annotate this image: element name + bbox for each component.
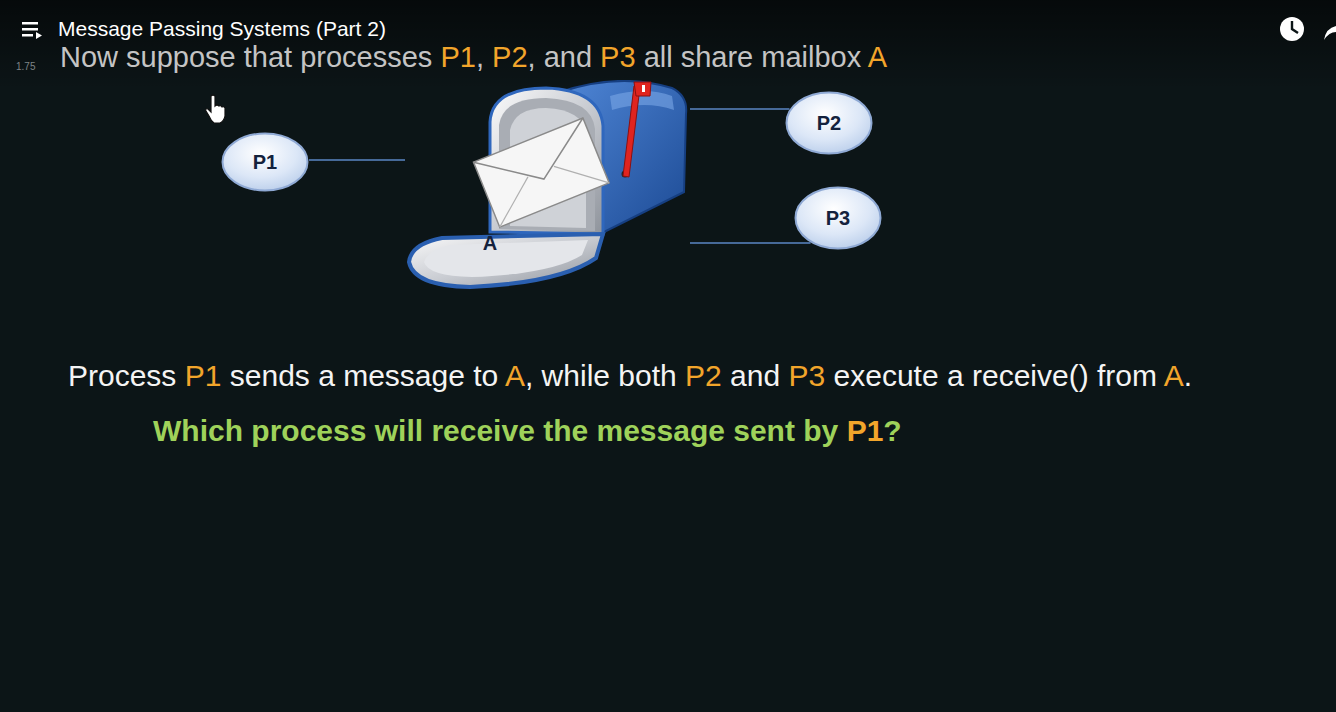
highlight-term: P2	[492, 41, 527, 73]
share-icon	[1324, 22, 1336, 40]
door-inner	[424, 240, 588, 277]
slide-question: Which process will receive the message s…	[153, 414, 902, 447]
mailbox-flag	[623, 82, 651, 177]
highlight-term: A	[1164, 359, 1184, 392]
slide-heading: Now suppose that processes P1, P2, and P…	[60, 40, 1280, 74]
highlight-term: P3	[600, 41, 635, 73]
mailbox-door	[409, 234, 603, 287]
process-label: P1	[253, 151, 277, 174]
process-ellipse: P1	[221, 132, 309, 192]
envelope	[473, 118, 609, 227]
video-title: Message Passing Systems (Part 2)	[58, 16, 758, 42]
connector-line	[690, 108, 789, 110]
connector-line	[309, 159, 405, 161]
process-label: P3	[826, 207, 850, 230]
speed-indicator-wrap: 1.75	[16, 61, 76, 73]
process-ellipse: P2	[785, 91, 873, 155]
speed-indicator: 1.75	[16, 61, 76, 73]
highlight-term: A	[505, 359, 525, 392]
slide-body: Process P1 sends a message to A, while b…	[68, 348, 1218, 458]
mailbox-node: A	[405, 80, 690, 290]
cursor-hand	[206, 95, 225, 123]
video-title-wrap: Message Passing Systems (Part 2)	[58, 16, 758, 42]
highlight-term: P2	[685, 359, 722, 392]
process-label: P2	[817, 112, 841, 135]
ellipse-shape	[796, 188, 881, 249]
playlist-icon	[22, 22, 42, 39]
ellipse-shape	[787, 93, 872, 154]
mailbox-letter: A	[483, 232, 497, 255]
highlight-term: P1	[185, 359, 222, 392]
highlight-term: P1	[847, 414, 884, 447]
highlight-term: P3	[788, 359, 825, 392]
mailbox-illustration	[405, 80, 690, 290]
process-ellipse: P3	[794, 186, 882, 250]
clock-icon	[1280, 17, 1304, 41]
slide-body-text: Process P1 sends a message to A, while b…	[68, 348, 1218, 458]
highlight-term: P1	[440, 41, 475, 73]
highlight-term: A	[868, 41, 887, 73]
ellipse-shape	[223, 134, 308, 191]
slide-statement: Process P1 sends a message to A, while b…	[68, 359, 1192, 392]
heading-wrap: Now suppose that processes P1, P2, and P…	[60, 40, 1280, 74]
connector-line	[690, 242, 811, 244]
